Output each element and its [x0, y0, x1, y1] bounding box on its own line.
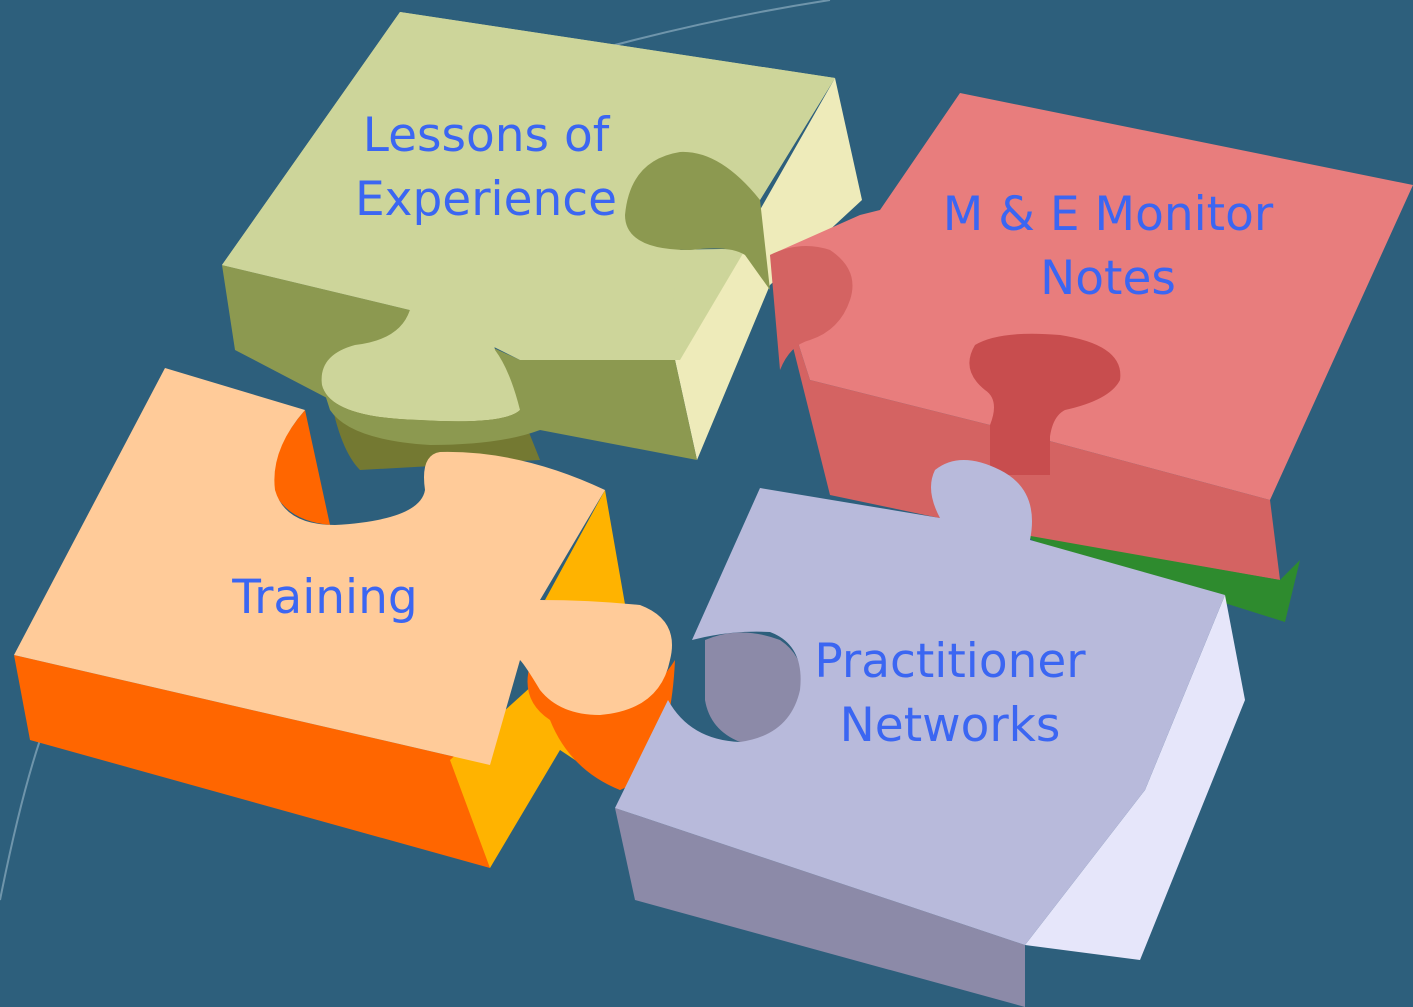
piece-socket	[770, 246, 853, 370]
label-line: Practitioner	[814, 634, 1086, 689]
piece-top-face	[222, 12, 835, 360]
piece-top-face	[770, 93, 1413, 500]
background-arc	[0, 739, 41, 901]
piece-side-face	[1025, 595, 1245, 960]
piece-side-face	[675, 78, 862, 460]
label-line: Notes	[1040, 251, 1176, 306]
piece-knob-side	[527, 660, 675, 790]
piece-socket	[705, 632, 803, 743]
piece-side-face	[14, 655, 490, 868]
piece-knob	[321, 310, 520, 422]
puzzle-piece-training	[14, 368, 675, 868]
label-line: Lessons of	[362, 108, 610, 163]
label-practitioner-networks: Practitioner Networks	[814, 630, 1085, 758]
piece-front-face	[615, 808, 1025, 1007]
piece-top-face	[615, 460, 1225, 945]
piece-keyhole-shaft	[992, 420, 1050, 475]
piece-socket	[625, 151, 770, 290]
label-lessons-of-experience: Lessons of Experience	[355, 104, 617, 232]
piece-top-face	[14, 368, 672, 765]
label-training: Training	[232, 566, 417, 630]
label-line: Experience	[354, 172, 618, 227]
label-line: Networks	[839, 698, 1061, 753]
piece-front-face	[770, 255, 1280, 580]
label-line: M & E Monitor	[942, 187, 1274, 242]
piece-knob-front	[322, 385, 540, 445]
label-line: Training	[232, 570, 418, 625]
label-monitor-notes: M & E Monitor Notes	[943, 183, 1273, 311]
puzzle-piece-lessons	[222, 12, 862, 470]
puzzle-piece-practitioner	[615, 460, 1245, 1007]
